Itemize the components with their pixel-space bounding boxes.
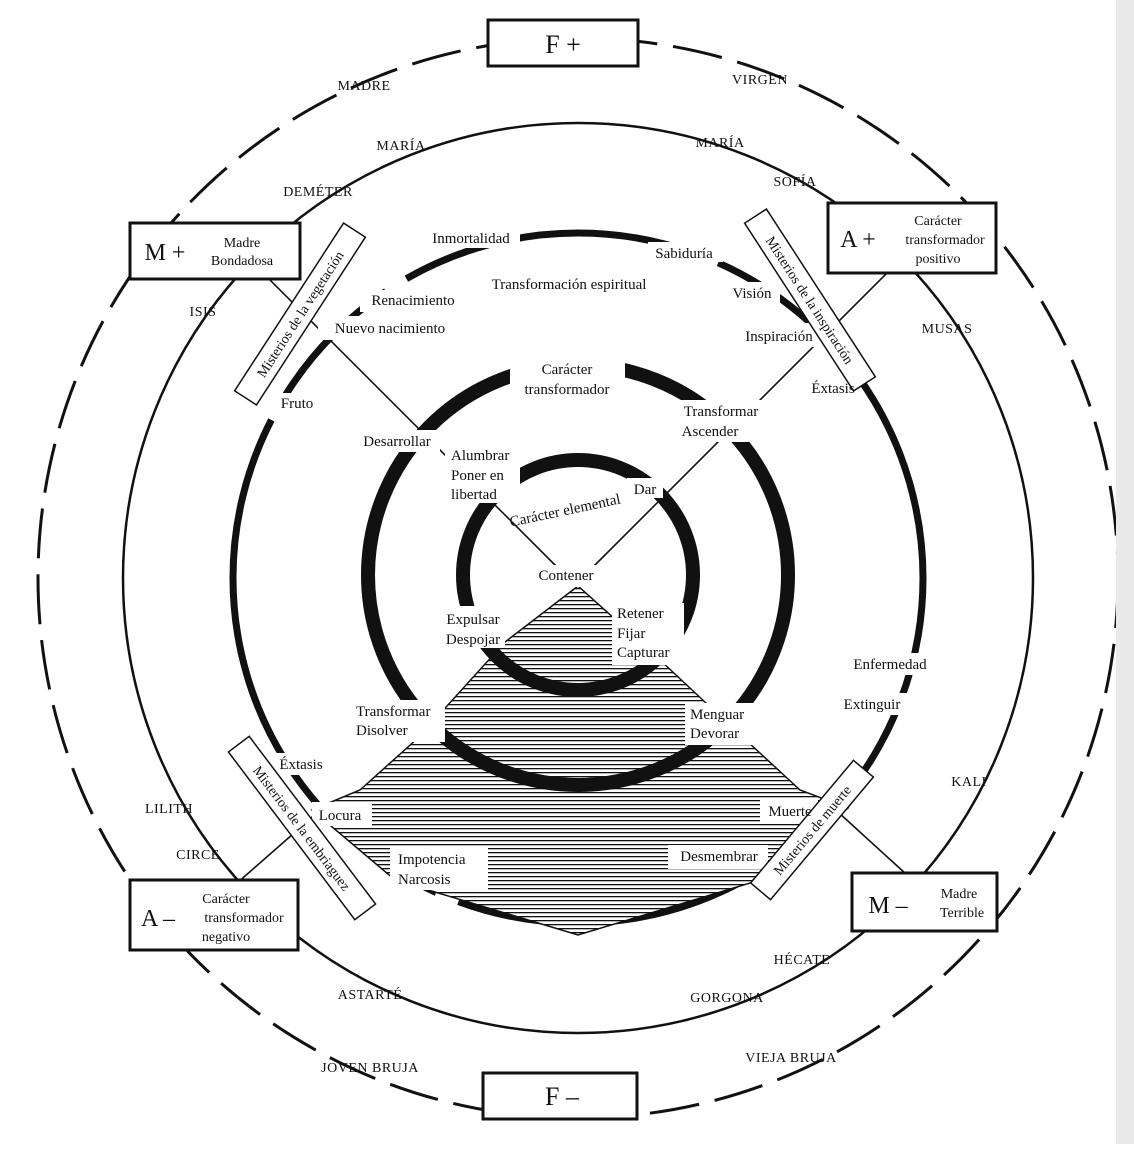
label-expulsar: Expulsar — [446, 612, 499, 628]
figure-circe: CIRCE — [176, 848, 220, 863]
label-transformar: Transformar — [684, 404, 758, 420]
label-caracter-transformador-1: Carácter — [542, 362, 593, 378]
pole-a-minus: A – Carácter transformador negativo — [128, 878, 300, 952]
label-fijar: Fijar — [617, 626, 645, 642]
label-impotencia: Impotencia — [398, 852, 466, 868]
pole-a-plus-desc-2: transformador — [905, 233, 985, 248]
label-narcosis: Narcosis — [398, 872, 451, 888]
label-nuevo-nacimiento: Nuevo nacimiento — [335, 321, 445, 337]
pole-a-plus-desc-3: positivo — [915, 252, 960, 267]
label-alumbrar-2: Poner en — [451, 468, 504, 484]
label-disolver: Disolver — [356, 723, 408, 739]
label-extasis-left: Éxtasis — [279, 756, 322, 773]
figure-vieja-bruja: VIEJA BRUJA — [745, 1051, 837, 1066]
pole-m-plus-label: M + — [145, 240, 186, 266]
figure-kali: KALI — [951, 775, 986, 790]
label-devorar: Devorar — [690, 726, 739, 742]
figure-maria-left: MARÍA — [376, 137, 426, 154]
label-desarrollar: Desarrollar — [363, 434, 430, 450]
label-locura: Locura — [319, 808, 362, 824]
figure-astarte: ASTARTÉ — [338, 986, 403, 1003]
pole-m-plus-desc-1: Madre — [224, 236, 261, 251]
figure-madre: MADRE — [337, 79, 390, 94]
pole-m-plus-desc-2: Bondadosa — [211, 254, 274, 269]
figure-sofia: SOFÍA — [774, 173, 817, 190]
label-capturar: Capturar — [617, 645, 669, 661]
label-despojar: Despojar — [446, 632, 500, 648]
pole-a-minus-label: A – — [141, 906, 176, 932]
label-fruto: Fruto — [281, 396, 314, 412]
pole-f-minus-label: F – — [545, 1082, 580, 1111]
pole-m-minus-desc-2: Terrible — [940, 906, 984, 921]
figure-maria-right: MARÍA — [695, 134, 745, 151]
label-transformacion-espiritual: Transformación espiritual — [492, 277, 647, 293]
label-enfermedad: Enfermedad — [853, 657, 927, 673]
diagonal-line-tl — [234, 244, 561, 571]
label-caracter-elemental: Carácter elemental — [508, 492, 622, 531]
label-renacimiento: Renacimiento — [371, 293, 454, 309]
thick-outer-ring — [229, 229, 927, 927]
label-transformar-left: Transformar — [356, 704, 430, 720]
pole-a-plus-desc-1: Carácter — [914, 214, 962, 229]
pole-m-minus-label: M – — [868, 893, 908, 919]
pole-m-minus-desc-1: Madre — [941, 887, 978, 902]
pole-a-plus: A + Carácter transformador positivo — [826, 201, 998, 275]
label-muerte: Muerte — [768, 804, 812, 820]
label-extasis-right: Éxtasis — [811, 380, 854, 397]
pole-f-plus-label: F + — [545, 30, 581, 59]
pole-a-minus-desc-1: Carácter — [202, 892, 250, 907]
label-sabiduria: Sabiduría — [655, 246, 713, 262]
figure-hecate: HÉCATE — [774, 951, 831, 968]
label-contener: Contener — [539, 568, 594, 584]
pole-a-minus-desc-3: negativo — [202, 930, 250, 945]
figure-demeter: DEMÉTER — [283, 183, 353, 200]
figure-virgen: VIRGEN — [732, 73, 788, 88]
figure-musas: MUSAS — [922, 322, 973, 337]
label-alumbrar-3: libertad — [451, 487, 497, 503]
page-edge-strip — [1116, 0, 1134, 1144]
pole-m-minus: M – Madre Terrible — [850, 871, 999, 933]
label-retener: Retener — [617, 606, 664, 622]
label-alumbrar-1: Alumbrar — [451, 448, 509, 464]
pole-a-plus-label: A + — [840, 227, 876, 253]
figure-joven-bruja: JOVEN BRUJA — [321, 1061, 419, 1076]
label-extinguir: Extinguir — [844, 697, 901, 713]
label-ascender: Ascender — [682, 424, 739, 440]
label-inmortalidad: Inmortalidad — [432, 231, 510, 247]
label-vision: Visión — [732, 286, 772, 302]
label-menguar: Menguar — [690, 707, 744, 723]
figure-gorgona: GORGONA — [690, 991, 764, 1006]
pole-f-minus: F – — [481, 1071, 639, 1121]
figure-lilith: LILITH — [145, 802, 193, 817]
pole-f-plus: F + — [486, 18, 640, 68]
label-desmembrar: Desmembrar — [680, 849, 757, 865]
label-dar: Dar — [634, 482, 657, 498]
inner-ring — [456, 453, 700, 697]
label-inspiracion: Inspiración — [745, 329, 813, 345]
pole-a-minus-desc-2: transformador — [204, 911, 284, 926]
second-ring — [121, 121, 1035, 1035]
label-caracter-transformador-2: transformador — [525, 382, 610, 398]
pole-m-plus: M + Madre Bondadosa — [128, 221, 302, 281]
figure-isis: ISIS — [190, 305, 217, 320]
